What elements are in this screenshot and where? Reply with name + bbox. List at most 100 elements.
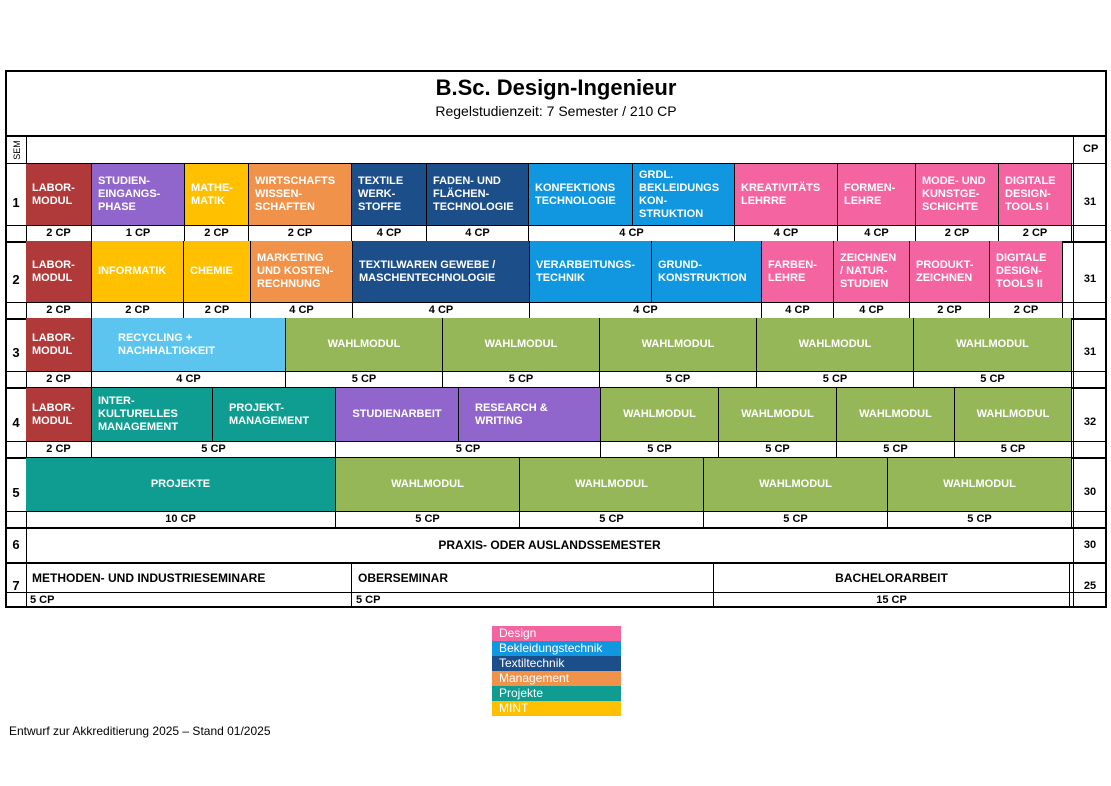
credit-points: 1 CP — [92, 226, 185, 241]
credit-points: 5 CP — [719, 442, 837, 457]
row-divider — [7, 371, 1105, 372]
credit-points: 2 CP — [26, 226, 92, 241]
module-cell: OBERSEMINAR — [352, 564, 714, 592]
credit-points: 4 CP — [834, 303, 910, 318]
credit-points: 4 CP — [251, 303, 353, 318]
semester-number: 7 — [12, 578, 20, 593]
module-cell: PROJEKT- MANAGEMENT — [213, 388, 336, 441]
module-cell: INTER- KULTURELLES MANAGEMENT — [92, 388, 213, 441]
credit-points: 4 CP — [427, 226, 529, 241]
credit-points: 15 CP — [714, 593, 1070, 608]
credit-points: 4 CP — [838, 226, 916, 241]
row-divider — [7, 163, 1105, 164]
module-cell: WAHLMODUL — [600, 318, 757, 371]
footer-note: Entwurf zur Akkreditierung 2025 – Stand … — [9, 724, 271, 738]
cp-column-header: CP — [1083, 143, 1099, 155]
module-cell: DIGITALE DESIGN- TOOLS I — [999, 164, 1072, 225]
semester-number: 5 — [12, 485, 20, 500]
module-cell: FADEN- UND FLÄCHEN- TECHNOLOGIE — [427, 164, 529, 225]
module-cell: ZEICHNEN / NATUR- STUDIEN — [834, 241, 910, 302]
credit-points: 5 CP — [600, 372, 757, 387]
legend-entry: Projekte — [492, 686, 621, 701]
module-cell: METHODEN- UND INDUSTRIESEMINARE — [26, 564, 352, 592]
module-cell: WAHLMODUL — [704, 458, 888, 511]
module-cell: WAHLMODUL — [955, 388, 1072, 441]
semester-total-cp: 31 — [1083, 273, 1097, 285]
module-cell: DIGITALE DESIGN- TOOLS II — [990, 241, 1063, 302]
module-cell: WAHLMODUL — [837, 388, 955, 441]
credit-points: 4 CP — [353, 303, 530, 318]
credit-points: 5 CP — [336, 512, 520, 527]
credit-points: 4 CP — [92, 372, 286, 387]
semester-number: 2 — [12, 272, 20, 287]
legend-entry: Management — [492, 671, 621, 686]
legend-entry: Bekleidungstechnik — [492, 641, 621, 656]
page-title: B.Sc. Design-Ingenieur — [435, 75, 677, 100]
credit-points: 2 CP — [916, 226, 999, 241]
module-cell: TEXTILWAREN GEWEBE / MASCHENTECHNOLOGIE — [353, 241, 530, 302]
module-cell: WAHLMODUL — [719, 388, 837, 441]
credit-points: 5 CP — [914, 372, 1072, 387]
semester-total-cp: 30 — [1083, 539, 1097, 551]
credit-points: 2 CP — [26, 442, 92, 457]
module-cell: STUDIEN- EINGANGS- PHASE — [92, 164, 185, 225]
module-cell: FARBEN- LEHRE — [762, 241, 834, 302]
credit-points: 10 CP — [26, 512, 336, 527]
credit-points: 5 CP — [837, 442, 955, 457]
semester-6-label: PRAXIS- ODER AUSLANDSSEMESTER — [438, 537, 661, 552]
semester-number: 1 — [12, 195, 20, 210]
credit-points: 2 CP — [990, 303, 1063, 318]
row-divider — [7, 225, 1105, 226]
module-cell: PRODUKT- ZEICHNEN — [910, 241, 990, 302]
credit-points: 5 CP — [704, 512, 888, 527]
credit-points: 5 CP — [601, 442, 719, 457]
row-divider — [7, 302, 1105, 303]
study-plan-table: B.Sc. Design-Ingenieur Regelstudienzeit:… — [5, 70, 1107, 608]
module-cell: WAHLMODUL — [601, 388, 719, 441]
credit-points: 2 CP — [249, 226, 352, 241]
credit-points: 5 CP — [26, 593, 352, 608]
credit-points: 5 CP — [520, 512, 704, 527]
credit-points: 4 CP — [762, 303, 834, 318]
credit-points: 5 CP — [757, 372, 914, 387]
credit-points: 5 CP — [352, 593, 714, 608]
credit-points: 5 CP — [286, 372, 443, 387]
credit-points: 5 CP — [888, 512, 1072, 527]
row-divider — [7, 592, 1105, 593]
semester-total-cp: 25 — [1083, 580, 1097, 592]
module-cell: WAHLMODUL — [914, 318, 1072, 371]
credit-points: 2 CP — [999, 226, 1072, 241]
module-cell: GRUND- KONSTRUKTION — [652, 241, 762, 302]
module-cell: WAHLMODUL — [520, 458, 704, 511]
module-cell: RECYCLING + NACHHALTIGKEIT — [92, 318, 286, 371]
semester-total-cp: 30 — [1083, 486, 1097, 498]
row-divider — [7, 511, 1105, 512]
credit-points: 2 CP — [26, 372, 92, 387]
credit-points: 2 CP — [184, 303, 251, 318]
module-cell: WAHLMODUL — [888, 458, 1072, 511]
module-cell: LABOR- MODUL — [26, 318, 92, 371]
semester-number: 4 — [12, 415, 20, 430]
module-cell: PROJEKTE — [26, 458, 336, 511]
module-cell: TEXTILE WERK- STOFFE — [352, 164, 427, 225]
module-cell: LABOR- MODUL — [26, 388, 92, 441]
module-cell: CHEMIE — [184, 241, 251, 302]
module-cell: FORMEN- LEHRE — [838, 164, 916, 225]
semester-number: 6 — [12, 537, 20, 552]
credit-points: 5 CP — [92, 442, 336, 457]
credit-points: 2 CP — [26, 303, 92, 318]
credit-points: 5 CP — [955, 442, 1072, 457]
row-divider — [7, 441, 1105, 442]
module-cell: WAHLMODUL — [443, 318, 600, 371]
row-divider — [7, 562, 1105, 564]
module-cell: BACHELORARBEIT — [714, 564, 1070, 592]
row-divider — [7, 135, 1105, 137]
module-cell: STUDIENARBEIT — [336, 388, 459, 441]
page-subtitle: Regelstudienzeit: 7 Semester / 210 CP — [435, 103, 677, 119]
credit-points: 2 CP — [910, 303, 990, 318]
module-cell: WAHLMODUL — [757, 318, 914, 371]
module-cell: WAHLMODUL — [286, 318, 443, 371]
legend-entry: Textiltechnik — [492, 656, 621, 671]
module-cell: MODE- UND KUNSTGE- SCHICHTE — [916, 164, 999, 225]
